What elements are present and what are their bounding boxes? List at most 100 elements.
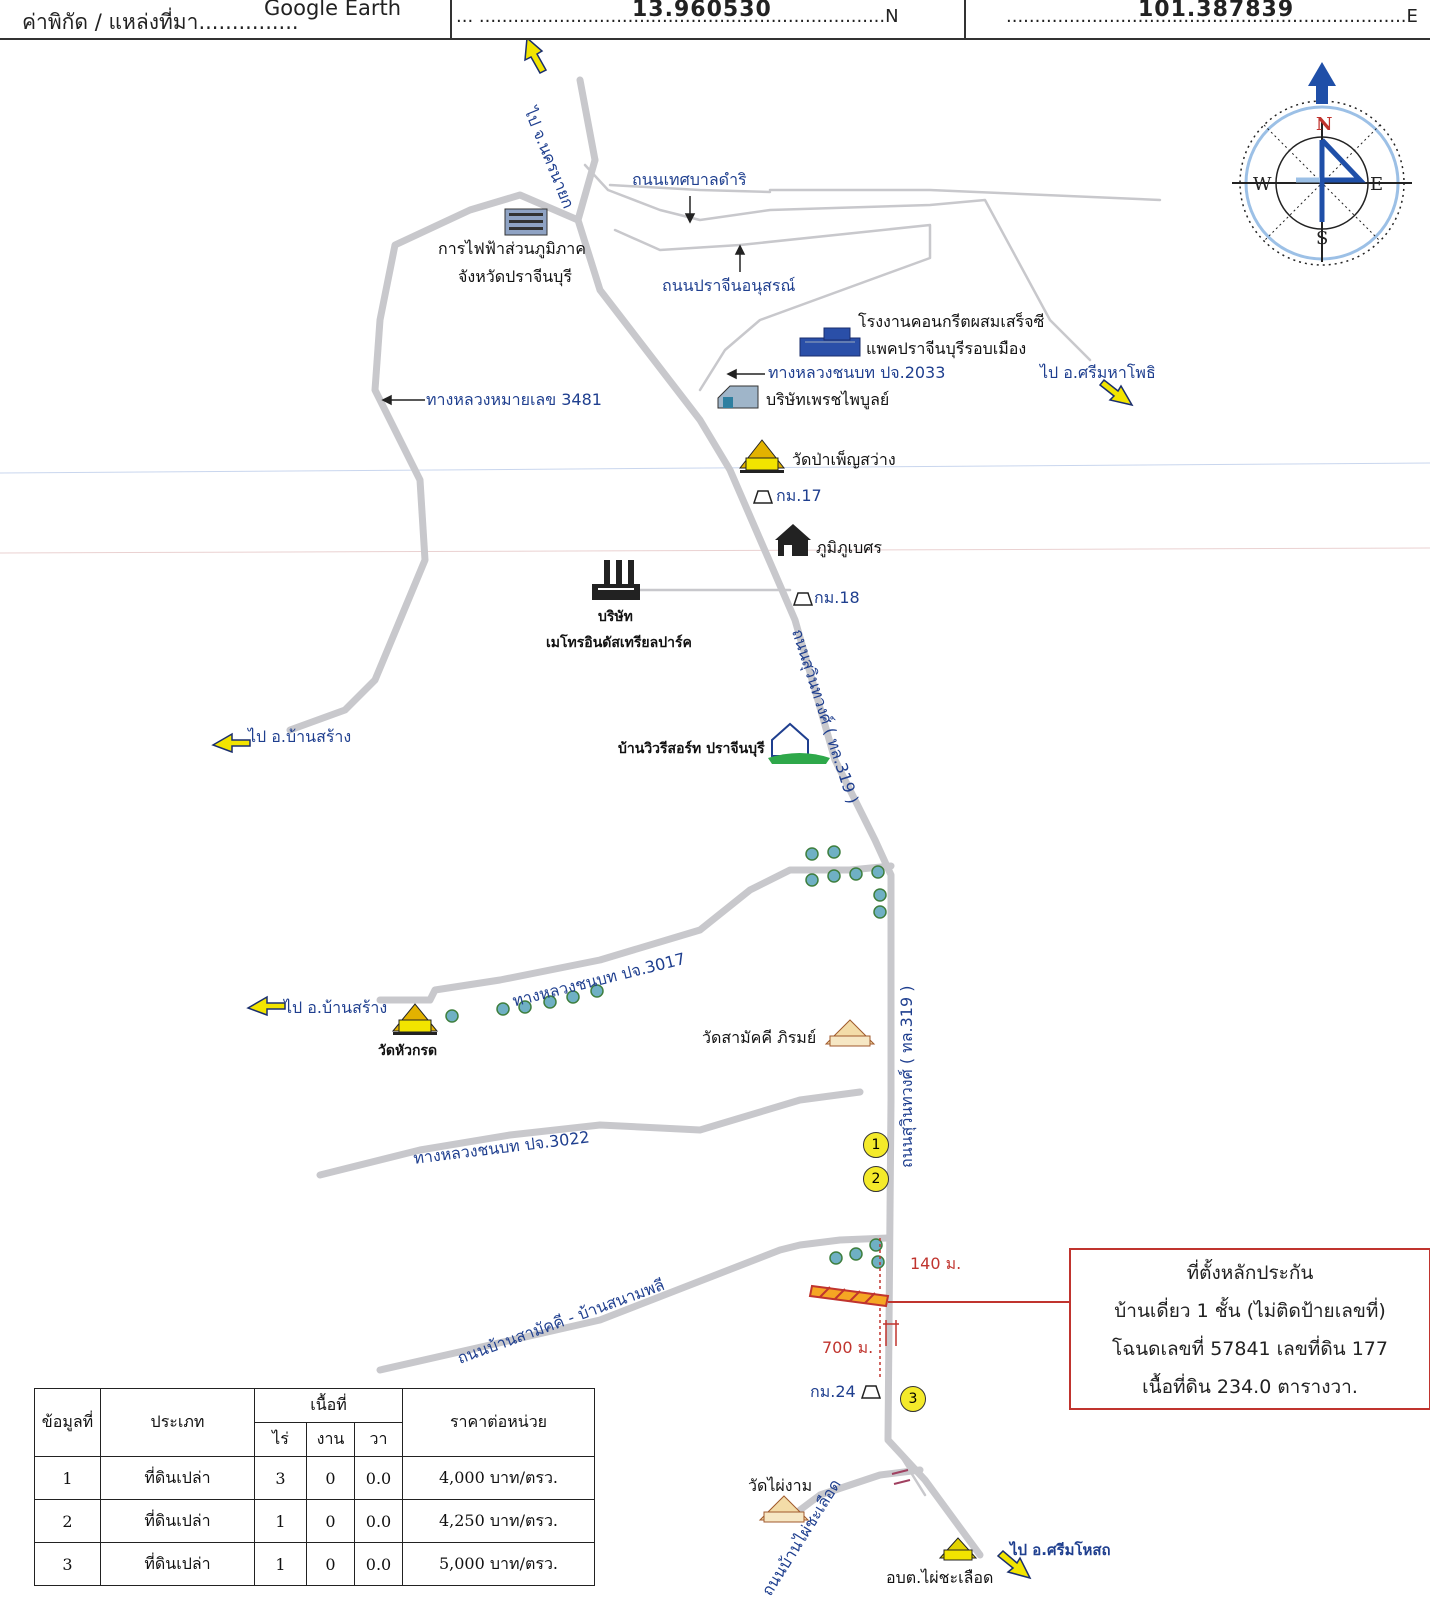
cell-rai: 1 [254,1542,307,1586]
cell-no: 1 [34,1456,101,1500]
label-wat-samakkhi: วัดสามัคคี ภิรมย์ [702,1028,817,1047]
temple-icon [938,1537,978,1561]
temple-icon [391,1003,439,1035]
header-rai: ไร่ [254,1422,307,1457]
label-concrete-factory-line1: โรงงานคอนกรีตผสมเสร็จซี [858,312,1045,331]
cell-wa: 0.0 [354,1499,403,1543]
house-icon [775,524,811,556]
arrow-to-nakhon-nayok-icon [524,40,548,74]
label-rural-2033: ทางหลวงชนบท ปจ.2033 [768,363,946,382]
direction-arrows [211,40,1134,1580]
gate-icon [883,1320,899,1346]
table-row: 1 ที่ดินเปล่า 3 0 0.0 4,000 บาท/ตรว. [34,1456,595,1500]
arrow-to-si-maha-phot-icon [1098,378,1134,407]
cell-no: 3 [34,1542,101,1586]
infobox-property-type: บ้านเดี่ยว 1 ชั้น (ไม่ติดป้ายเลขที่) [1114,1300,1386,1322]
infobox-title: ที่ตั้งหลักประกัน [1186,1262,1314,1284]
label-km18: กม.18 [814,588,860,607]
cell-type: ที่ดินเปล่า [100,1542,255,1586]
cell-type: ที่ดินเปล่า [100,1499,255,1543]
label-distance-140: 140 ม. [910,1254,962,1273]
table-row: 3 ที่ดินเปล่า 1 0 0.0 5,000 บาท/ตรว. [34,1542,595,1586]
label-km17: กม.17 [776,486,822,505]
comparable-marker-2: 2 [863,1166,889,1192]
label-prachin-anusorn-road: ถนนปราจีนอนุสรณ์ [662,276,796,295]
compass-west-label: W [1253,174,1272,195]
temple-icon [738,439,786,473]
header-type: ประเภท [100,1388,255,1457]
warehouse-icon [717,385,759,409]
label-to-ban-sang-1: ไป อ.บ้านสร้าง [248,727,352,746]
location-map: N S E W [0,40,1430,1580]
arrow-to-si-mahosot-icon [996,1549,1032,1580]
label-villa-resort: บ้านวิวรีสอร์ท ปราจีนบุรี [618,741,765,757]
label-pea-line1: การไฟฟ้าส่วนภูมิภาค [438,239,586,258]
compass-east-label: E [1370,174,1383,195]
label-concrete-factory-line2: แพคปราจีนบุรีรอบเมือง [866,339,1027,358]
header-price: ราคาต่อหน่วย [402,1388,595,1457]
label-to-si-maha-phot: ไป อ.ศรีมหาโพธิ [1040,363,1156,382]
source-cell: ค่าพิกัด / แหล่งที่มา............... Goo… [0,0,450,38]
cell-ngan: 0 [306,1542,355,1586]
comparable-data-table: ข้อมูลที่ ประเภท เนื้อที่ ราคาต่อหน่วย ไ… [34,1388,595,1586]
header-divider [964,0,966,38]
km-post-icon [792,592,814,606]
collateral-parcel [808,1284,890,1308]
label-wat-pa-phen: วัดป่าเพ็ญสว่าง [792,450,896,469]
gate-icon [891,1469,911,1485]
label-metro-line2: เมโทรอินดัสเทรียลปาร์ค [546,635,692,651]
compass-south-label: S [1316,228,1328,249]
label-thesaban-road: ถนนเทศบาลดำริ [632,170,747,189]
coordinate-header: ค่าพิกัด / แหล่งที่มา............... Goo… [0,0,1430,40]
cell-wa: 0.0 [354,1542,403,1586]
scan-line [0,547,1430,554]
compass-rose-icon [1232,62,1412,266]
arrow-to-ban-sang-icon [211,732,251,754]
label-wat-phai-ngam: วัดไผ่งาม [748,1476,813,1495]
cell-price: 4,250 บาท/ตรว. [402,1499,595,1543]
cell-ngan: 0 [306,1456,355,1500]
scan-line [0,462,1430,474]
cell-ngan: 0 [306,1499,355,1543]
header-divider [450,0,452,38]
longitude-leader: ........................................… [1006,6,1418,27]
temple-icon [758,1495,810,1523]
infobox-deed: โฉนดเลขที่ 57841 เลขที่ดิน 177 [1112,1338,1388,1360]
label-phumiphubet: ภูมิภูเบศร [816,538,883,557]
longitude-cell: ........................................… [966,0,1430,38]
cell-rai: 3 [254,1456,307,1500]
label-wat-hua-krot: วัดหัวกรด [378,1043,438,1059]
cell-price: 4,000 บาท/ตรว. [402,1456,595,1500]
cell-wa: 0.0 [354,1456,403,1500]
arrow-to-ban-sang-icon [246,995,286,1017]
cell-no: 2 [34,1499,101,1543]
house-cluster-icon [445,845,887,1269]
cell-type: ที่ดินเปล่า [100,1456,255,1500]
latitude-value: 13.960530 [632,0,772,22]
pea-building-icon [504,208,548,236]
header-ngan: งาน [306,1422,355,1457]
km-post-icon [860,1385,882,1399]
label-highway-3481: ทางหลวงหมายเลข 3481 [426,390,602,409]
header-no: ข้อมูลที่ [34,1388,101,1457]
km-post-icon [752,490,774,504]
label-km24: กม.24 [810,1382,856,1401]
latitude-cell: ... ....................................… [452,0,964,38]
factory-icon [592,560,640,600]
label-to-si-mahosot: ไป อ.ศรีมโหสถ [1010,1541,1111,1559]
label-distance-700: 700 ม. [822,1338,874,1357]
label-obt-phai-chalueat: อบต.ไผ่ชะเลือด [886,1568,994,1587]
header-area: เนื้อที่ [254,1388,403,1423]
source-label: ค่าพิกัด / แหล่งที่มา............... [22,10,299,34]
resort-icon [768,722,830,764]
compass-north-label: N [1316,114,1332,135]
comparable-marker-3: 3 [900,1386,926,1412]
collateral-info-box: ที่ตั้งหลักประกัน บ้านเดี่ยว 1 ชั้น (ไม่… [1069,1248,1430,1410]
label-phet-company: บริษัทเพรชไพบูลย์ [766,390,890,409]
label-metro-line1: บริษัท [598,609,633,625]
label-to-ban-sang-2: ไป อ.บ้านสร้าง [284,998,388,1017]
label-pea-line2: จังหวัดปราจีนบุรี [458,267,572,286]
cell-price: 5,000 บาท/ตรว. [402,1542,595,1586]
source-value: Google Earth [264,0,402,20]
latitude-leader: ... ....................................… [456,6,899,27]
